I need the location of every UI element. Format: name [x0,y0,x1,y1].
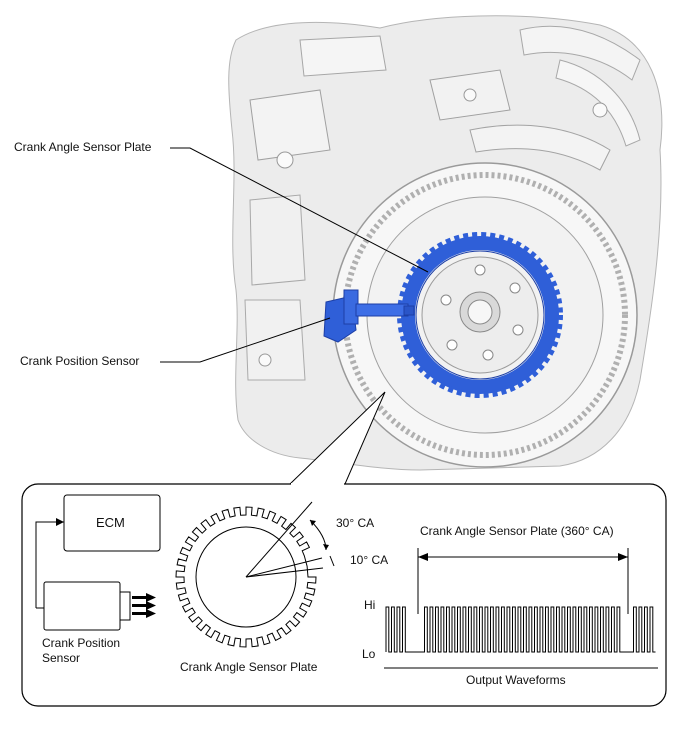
lo-label: Lo [362,647,376,661]
engine-illustration [228,15,663,471]
sensor-box [43,581,121,631]
waveform-caption: Output Waveforms [466,673,566,687]
inset-panel [21,391,667,707]
callout-crank-angle-sensor-plate: Crank Angle Sensor Plate [14,140,152,154]
plate-caption: Crank Angle Sensor Plate [180,660,318,674]
ecm-box [63,494,161,552]
sensor-label-line2: Sensor [42,651,81,665]
callout-crank-position-sensor: Crank Position Sensor [20,354,140,368]
signal-arrows [132,593,156,618]
callout-lines [160,147,429,363]
crank-position-sensor-blue [323,289,415,343]
toothed-plate-diagram [175,501,335,648]
angle-30-label: 30° CA [336,516,375,530]
waveform-title: Crank Angle Sensor Plate (360° CA) [420,524,614,538]
output-waveform [384,548,658,669]
ecm-label: ECM [96,515,125,530]
sensor-label-line1: Crank Position [42,636,121,650]
angle-10-label: 10° CA [350,553,389,567]
hi-label: Hi [364,598,376,612]
